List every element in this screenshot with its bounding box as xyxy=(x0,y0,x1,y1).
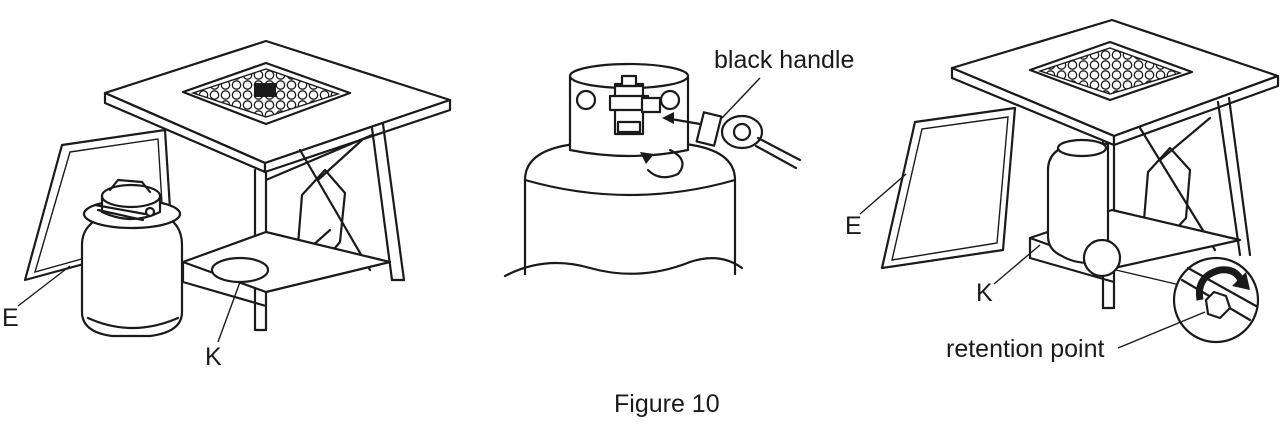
right-label-k: K xyxy=(976,279,993,307)
middle-propane-tank-valve-illustration xyxy=(503,62,744,278)
left-leader-k xyxy=(217,281,241,343)
right-leader-retention xyxy=(1117,311,1206,349)
right-leader-k xyxy=(993,244,1041,285)
left-fire-table-illustration xyxy=(103,39,452,332)
right-leader-e xyxy=(859,173,907,215)
left-label-k: K xyxy=(205,343,222,371)
left-propane-tank-illustration xyxy=(80,178,184,338)
middle-label-black-handle: black handle xyxy=(714,46,855,74)
left-label-e: E xyxy=(2,304,19,332)
right-label-retention-point: retention point xyxy=(946,335,1105,363)
left-leader-e xyxy=(17,265,71,307)
right-rotate-arrow-icon xyxy=(1195,266,1250,301)
right-fire-table-illustration xyxy=(950,18,1280,310)
right-open-door-panel xyxy=(880,106,1017,270)
right-label-e: E xyxy=(845,212,862,240)
middle-regulator-hose-illustration xyxy=(662,111,802,170)
figure-caption: Figure 10 xyxy=(614,390,720,418)
middle-leader-handle xyxy=(721,77,761,119)
middle-rotate-arrow-icon xyxy=(640,148,684,179)
